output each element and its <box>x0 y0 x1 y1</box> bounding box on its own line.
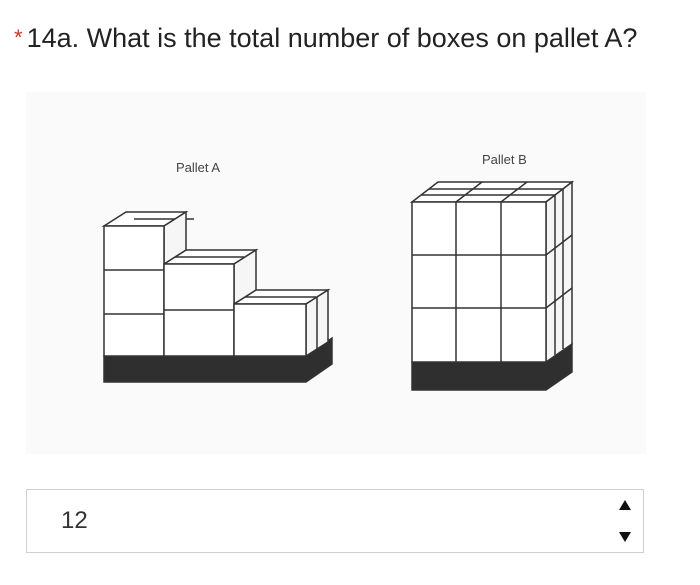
question-text: *14a. What is the total number of boxes … <box>14 20 637 56</box>
pallet-b-label: Pallet B <box>482 152 527 167</box>
pallet-a-label: Pallet A <box>176 160 220 175</box>
quantity-input[interactable] <box>61 490 371 552</box>
decrement-button[interactable] <box>613 522 637 552</box>
pallet-b-drawing <box>409 180 575 391</box>
answer-field[interactable] <box>26 489 644 553</box>
pallet-a-drawing <box>101 210 333 383</box>
question-label: 14a. What is the total number of boxes o… <box>26 23 638 53</box>
required-marker: * <box>14 25 23 50</box>
triangle-down-icon <box>619 532 631 542</box>
quantity-stepper[interactable] <box>613 490 637 552</box>
triangle-up-icon <box>619 500 631 510</box>
increment-button[interactable] <box>613 490 637 520</box>
pallet-figure: Pallet A Pallet B <box>26 92 646 454</box>
pallet-illustration: Pallet A Pallet B <box>101 152 575 391</box>
